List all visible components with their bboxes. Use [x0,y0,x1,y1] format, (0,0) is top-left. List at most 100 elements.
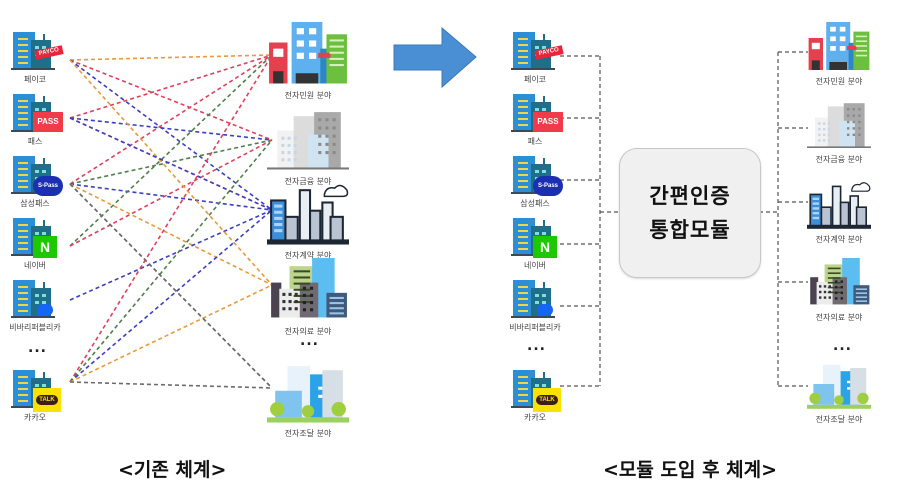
office-building-icon [511,280,559,320]
office-building-icon: PAYCO [511,32,564,72]
civil-service-buildings-icon [808,22,870,70]
provider-label: 비바리퍼블리카 [9,323,61,332]
provider-label: 네이버 [523,261,547,270]
connection-line [69,139,273,383]
domain-label: 전자민원 분야 [284,90,332,100]
before-domain: 전자계약 분야 [262,182,354,261]
domain-label: 전자조달 분야 [284,428,332,438]
medical-buildings-icon [810,258,870,305]
before-provider: N 네이버 [0,218,70,271]
provider-label: 페이코 [523,75,547,84]
connection-line [69,139,273,247]
connection-line [69,284,273,383]
provider-label: 카카오 [23,413,47,422]
after-domain: 전자금융 분야 [802,100,876,165]
connection-line [69,183,273,389]
kakao-talk-icon: TALK [533,388,561,412]
connection-line [69,117,273,141]
connection-line [69,54,273,247]
connection-line [69,381,273,389]
office-building-icon [11,280,59,320]
naver-icon: N [533,236,557,258]
finance-buildings-icon [267,112,349,170]
after-domain: 전자조달 분야 [802,360,876,425]
office-building-icon: TALK [11,370,61,412]
provider-ellipsis: ... [28,340,47,356]
provider-label: 패스 [527,137,543,146]
kakao-talk-icon: TALK [33,388,61,412]
before-domain: 전자금융 분야 [262,108,354,187]
medical-buildings-icon [271,258,347,318]
connection-line [69,209,273,301]
after-provider: S-Pass 삼성패스 [500,156,570,209]
domain-label: 전자금융 분야 [815,154,863,164]
connection-line [69,183,273,286]
samsung-pass-icon: S-Pass [33,176,63,196]
office-building-icon: S-Pass [11,156,63,196]
module-title-line1: 간편인증 [649,184,731,208]
provider-label: 삼성패스 [520,199,550,208]
before-caption: <기존 체계> [118,459,227,481]
office-building-icon: TALK [511,370,561,412]
connection-line [69,209,273,383]
provider-label: 비바리퍼블리카 [509,323,561,332]
contract-city-icon [807,182,871,229]
domain-label: 전자계약 분야 [284,250,332,260]
after-domain: 전자의료 분야 [802,258,876,323]
connection-line [69,59,273,141]
connection-line [69,54,273,185]
connection-line [69,59,273,286]
right-arrow-icon [393,26,477,89]
domain-label: 전자계약 분야 [815,234,863,244]
provider-label: 삼성패스 [20,199,50,208]
office-building-icon: PASS [511,94,563,134]
connection-line [69,117,273,211]
after-domain-ellipsis: ... [833,338,852,354]
connection-line [69,54,273,383]
domain-label: 전자의료 분야 [815,312,863,322]
after-caption: <모듈 도입 후 체계> [603,459,778,481]
module-title-line2: 통합모듈 [649,218,731,242]
connection-line [69,54,273,61]
procurement-buildings-icon [807,364,871,409]
domain-label: 전자민원 분야 [815,76,863,86]
before-provider: S-Pass 삼성패스 [0,156,70,209]
office-building-icon: N [511,218,559,258]
connection-line [69,54,273,119]
connection-line [69,183,273,211]
finance-buildings-icon [807,103,871,148]
after-provider: PASS 패스 [500,94,570,147]
before-domain: 전자조달 분야 [262,360,354,439]
contract-city-icon [267,184,349,245]
provider-label: 카카오 [523,413,547,422]
before-domain: 전자의료 분야 [262,258,354,337]
provider-label: 네이버 [23,261,47,270]
samsung-pass-icon: S-Pass [533,176,563,196]
naver-icon: N [33,236,57,258]
pass-icon: PASS [33,112,63,132]
domain-label: 전자금융 분야 [284,176,332,186]
office-building-icon: S-Pass [511,156,563,196]
domain-label: 전자조달 분야 [815,414,863,424]
after-provider: 비바리퍼블리카 [500,280,570,333]
toss-icon [537,304,553,316]
pass-icon: PASS [533,112,563,132]
before-domain: 전자민원 분야 [262,22,354,101]
domain-label: 전자의료 분야 [284,326,332,336]
civil-service-buildings-icon [269,22,347,84]
provider-label: 페이코 [23,75,47,84]
procurement-buildings-icon [267,366,349,423]
office-building-icon: N [11,218,59,258]
toss-icon [37,304,53,316]
before-provider: 비바리퍼블리카 [0,280,70,333]
provider-label: 패스 [27,137,43,146]
after-domain: 전자민원 분야 [802,22,876,87]
after-domain: 전자계약 분야 [802,180,876,245]
office-building-icon: PAYCO [11,32,64,72]
domain-ellipsis: ... [300,333,319,349]
after-provider: N 네이버 [500,218,570,271]
integrated-auth-module: 간편인증 통합모듈 [619,148,761,278]
